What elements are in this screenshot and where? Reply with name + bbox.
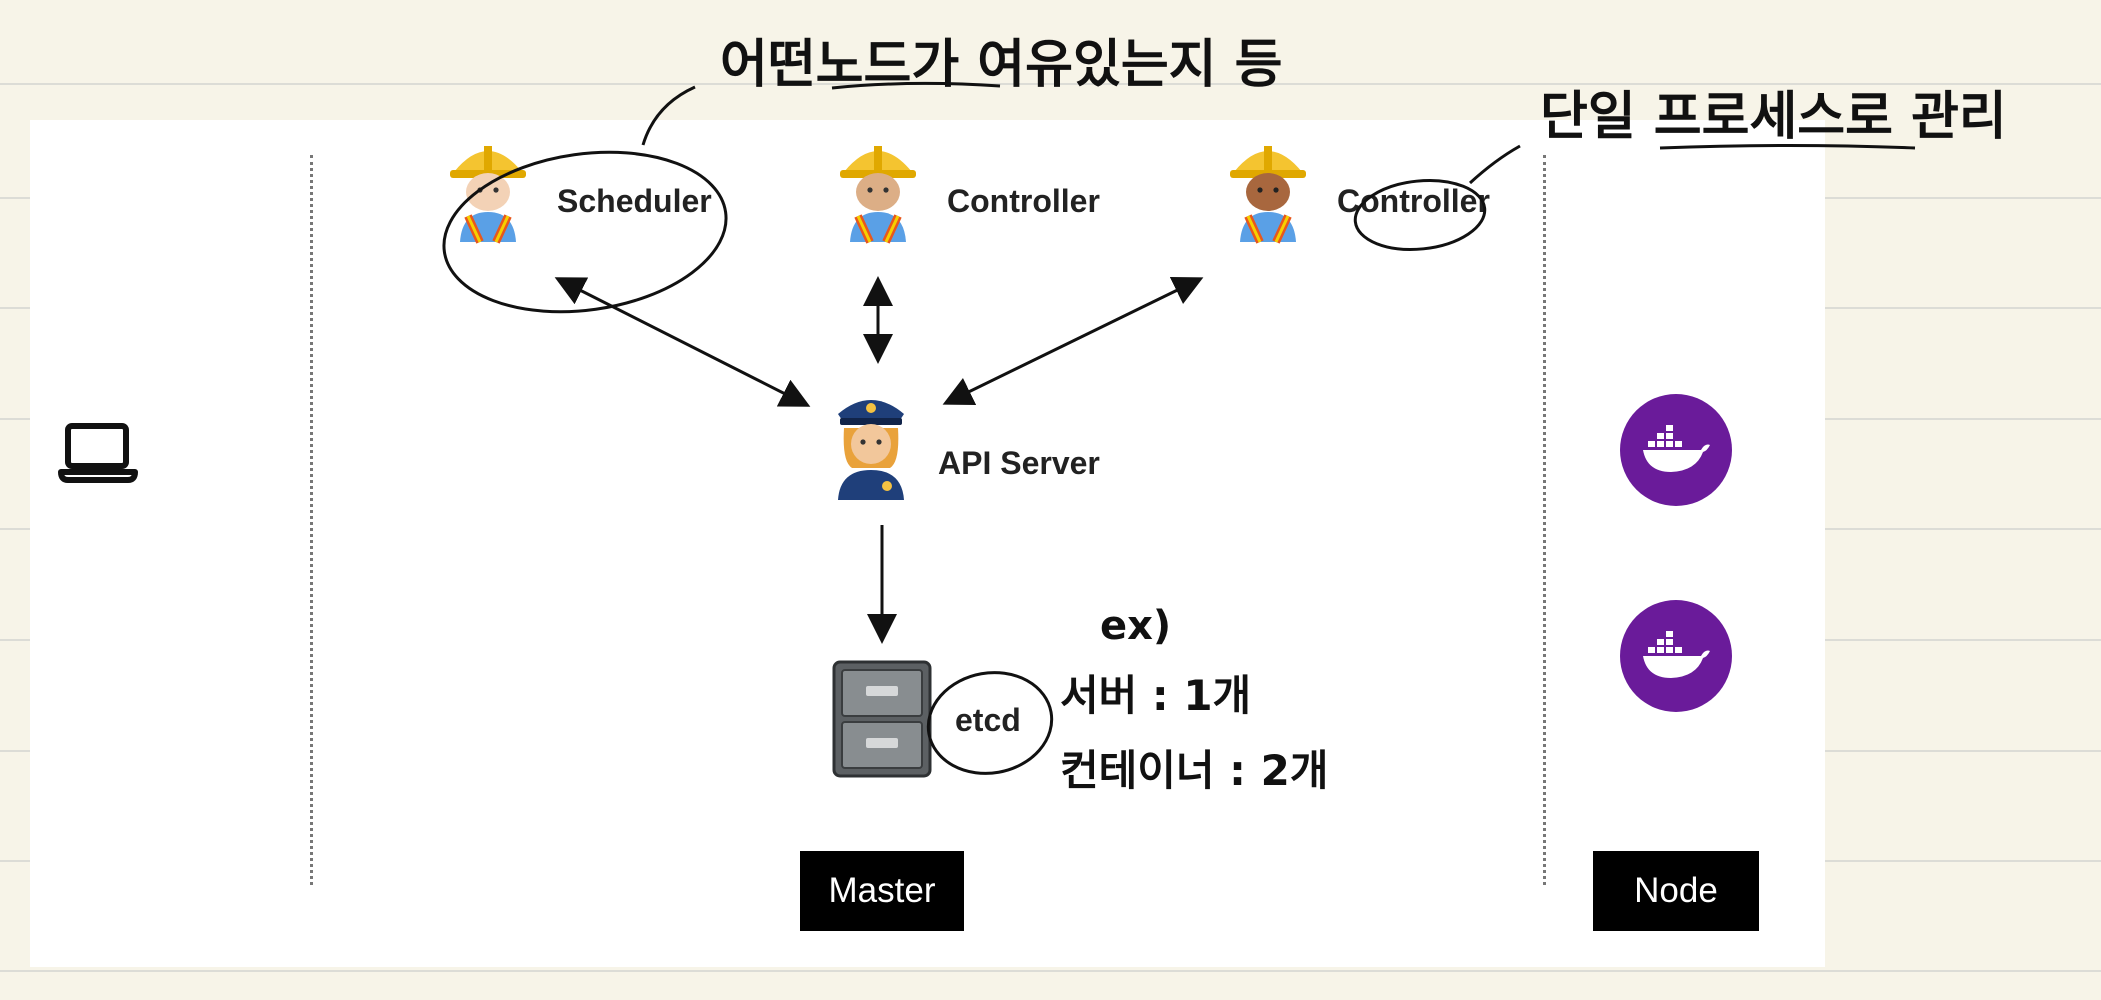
- police-officer-icon: [838, 400, 904, 500]
- right-note-underline: [1659, 144, 1916, 150]
- connection-arrows: [554, 276, 1204, 644]
- controller-pointer-line: [1468, 144, 1521, 185]
- controller-label: Controller: [1337, 183, 1490, 219]
- right-note: 단일 프로세스로 관리: [1540, 87, 2007, 147]
- architecture-slide: Scheduler Controller Controller: [30, 120, 1825, 967]
- controller2-api-arrow: [942, 277, 1204, 405]
- laptop-icon: [58, 423, 138, 483]
- docker-whale-icon: [1620, 394, 1732, 506]
- master-tag: Master: [800, 851, 964, 931]
- controller-label: Controller: [947, 183, 1100, 219]
- example-label: ex): [1100, 603, 1172, 649]
- scheduler-label: Scheduler: [557, 183, 712, 219]
- docker-whale-icon: [1620, 600, 1732, 712]
- master-right-divider: [1543, 155, 1546, 885]
- controller-circle: [1353, 179, 1487, 251]
- node-tag: Node: [1593, 851, 1759, 931]
- scheduler-pointer-line: [641, 85, 696, 146]
- construction-worker-icon: [840, 146, 916, 244]
- ruled-line: [0, 970, 2101, 972]
- top-note: 어떤노드가 여유있는지 등: [720, 35, 1283, 95]
- ruled-line: [0, 83, 2101, 85]
- file-cabinet-icon: [832, 660, 932, 778]
- api-server-label: API Server: [938, 445, 1100, 481]
- scheduler-circle: [442, 150, 728, 314]
- construction-worker-icon: [1230, 146, 1306, 244]
- etcd-circle: [926, 671, 1054, 775]
- construction-worker-icon: [450, 146, 526, 244]
- example-line-1: 서버 : 1개: [1060, 671, 1252, 720]
- scheduler-api-arrow: [554, 277, 811, 407]
- example-line-2: 컨테이너 : 2개: [1060, 746, 1329, 795]
- top-note-underline: [831, 81, 1001, 90]
- master-left-divider: [310, 155, 313, 885]
- etcd-label: etcd: [955, 702, 1021, 738]
